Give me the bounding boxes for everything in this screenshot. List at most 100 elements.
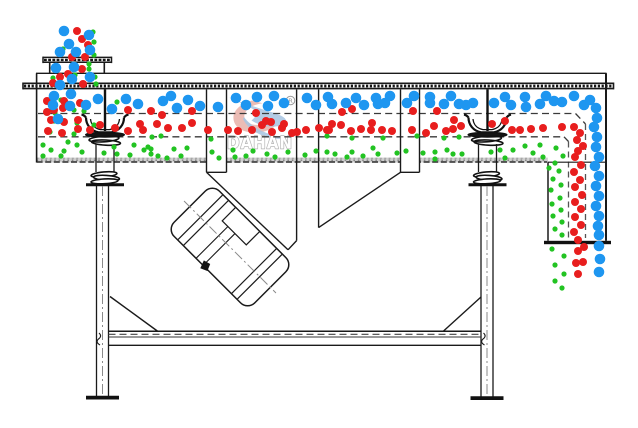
particle: [574, 247, 582, 255]
particle: [92, 93, 104, 105]
particle: [553, 145, 559, 151]
particle: [548, 95, 560, 107]
particle: [136, 120, 144, 128]
particle: [593, 240, 605, 252]
particle: [86, 61, 92, 67]
particle: [349, 149, 355, 155]
particle: [516, 126, 524, 134]
particle: [262, 100, 274, 112]
particle: [534, 98, 546, 110]
particle: [58, 153, 64, 159]
screen-box: [22, 72, 615, 251]
particle: [367, 126, 375, 134]
particle: [590, 141, 602, 153]
particle: [590, 200, 602, 212]
particle: [519, 91, 531, 103]
particle: [349, 135, 355, 141]
particle: [73, 27, 81, 35]
particle: [433, 107, 441, 115]
particles-medium-red: [43, 27, 588, 278]
particle: [204, 126, 212, 134]
particle: [550, 176, 556, 182]
particle: [127, 152, 133, 158]
particle: [70, 46, 82, 58]
spring-part: [88, 135, 120, 143]
particle: [488, 97, 500, 109]
particle: [324, 133, 330, 139]
particle: [424, 97, 436, 109]
particle: [106, 103, 118, 115]
particle: [243, 153, 249, 159]
particle: [530, 150, 536, 156]
particle: [520, 101, 532, 113]
particle: [58, 129, 66, 137]
particle: [65, 139, 71, 145]
particle: [572, 259, 580, 267]
particle: [91, 39, 97, 45]
particle: [557, 195, 563, 201]
particle: [499, 91, 511, 103]
particle: [591, 112, 603, 124]
particle: [591, 131, 603, 143]
particle: [558, 182, 564, 188]
particle: [268, 90, 280, 102]
particle: [432, 156, 438, 162]
particle: [74, 142, 80, 148]
particle: [502, 155, 508, 161]
leg-part: [96, 332, 102, 346]
particle: [576, 129, 584, 137]
particle: [111, 144, 117, 150]
particle: [40, 153, 46, 159]
particle: [549, 201, 555, 207]
particle: [592, 220, 604, 232]
particle: [430, 122, 438, 130]
particle: [52, 113, 64, 125]
particle: [574, 270, 582, 278]
particle: [293, 128, 301, 136]
particle: [438, 98, 450, 110]
particle: [380, 135, 386, 141]
particle: [212, 101, 224, 113]
particle: [101, 150, 107, 156]
lower-deck-corner-chamfer: [563, 136, 569, 142]
particle: [501, 117, 509, 125]
particle: [593, 170, 605, 182]
particle: [84, 44, 96, 56]
particle: [155, 153, 161, 159]
particle: [344, 154, 350, 160]
screen-box-bottom-plate: [36, 157, 548, 163]
feed-inlet: [42, 56, 113, 74]
particle: [401, 97, 413, 109]
particle: [40, 142, 46, 148]
spring-part: [472, 118, 503, 131]
particle: [165, 90, 177, 102]
particle: [340, 97, 352, 109]
particle: [44, 127, 52, 135]
particle: [552, 226, 558, 232]
particle: [65, 88, 77, 100]
particle: [81, 53, 89, 61]
particle: [559, 219, 565, 225]
particle: [285, 149, 291, 155]
particle: [56, 73, 64, 81]
particle: [93, 81, 99, 87]
particle: [445, 90, 457, 102]
particle: [338, 108, 346, 116]
particle: [64, 100, 76, 112]
watermark-brand-text: DAHAN: [227, 134, 293, 153]
particle: [552, 278, 558, 284]
particle: [278, 97, 290, 109]
cross-tube-right: [399, 89, 421, 174]
particle: [459, 151, 465, 157]
particle: [63, 38, 75, 50]
particle: [139, 126, 147, 134]
particle: [158, 111, 166, 119]
particle: [467, 97, 479, 109]
particle: [558, 123, 566, 131]
screen-decks: [38, 112, 587, 238]
particle: [114, 99, 120, 105]
particle: [43, 108, 51, 116]
particle: [559, 285, 565, 291]
particle: [91, 122, 97, 128]
